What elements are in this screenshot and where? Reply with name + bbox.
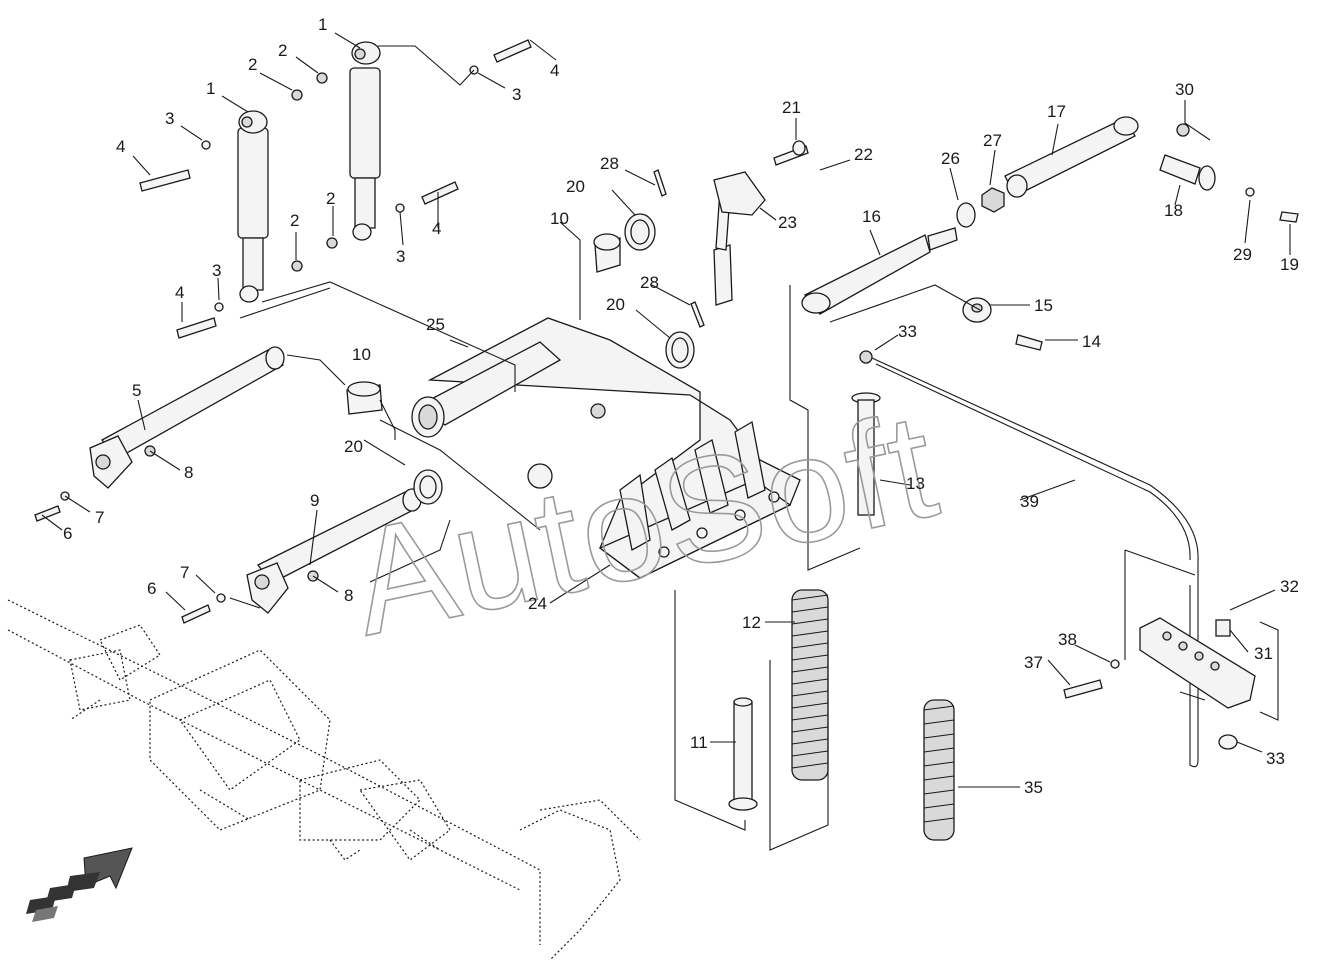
callout-6: 6 — [63, 524, 72, 543]
callout-labels: 1 1 2 2 2 2 3 3 3 3 4 4 4 4 5 6 6 7 7 8 … — [63, 15, 1299, 797]
callout-3: 3 — [512, 85, 521, 104]
callout-7: 7 — [180, 563, 189, 582]
callout-4: 4 — [432, 219, 441, 238]
spring-12 — [791, 589, 829, 781]
callout-6: 6 — [147, 579, 156, 598]
callout-4: 4 — [550, 61, 559, 80]
shock-absorber-left — [237, 110, 269, 303]
callout-7: 7 — [95, 508, 104, 527]
callout-28: 28 — [600, 154, 619, 173]
callout-33: 33 — [898, 322, 917, 341]
pin-13 — [851, 350, 881, 516]
callout-20: 20 — [344, 437, 363, 456]
callout-35: 35 — [1024, 778, 1043, 797]
vertical-bar-and-bracket — [713, 140, 809, 306]
bushings-and-washers — [346, 169, 705, 505]
callout-3: 3 — [212, 261, 221, 280]
leader-lines — [41, 32, 1291, 851]
callout-9: 9 — [310, 491, 319, 510]
callout-14: 14 — [1082, 332, 1101, 351]
arm-17 — [1004, 116, 1139, 198]
callout-18: 18 — [1164, 201, 1183, 220]
lever-fasteners — [956, 123, 1299, 351]
callout-3: 3 — [165, 109, 174, 128]
callout-12: 12 — [742, 613, 761, 632]
lube-line-39 — [871, 357, 1199, 768]
callout-3: 3 — [396, 247, 405, 266]
callout-1: 1 — [206, 79, 215, 98]
callout-22: 22 — [854, 145, 873, 164]
pivot-pin-9 — [246, 488, 422, 614]
callout-27: 27 — [983, 131, 1002, 150]
spring-35 — [923, 699, 955, 841]
callout-16: 16 — [862, 207, 881, 226]
callout-10: 10 — [550, 209, 569, 228]
chassis-ghost — [7, 599, 641, 961]
callout-20: 20 — [566, 177, 585, 196]
callout-2: 2 — [326, 189, 335, 208]
fasteners-shock — [139, 39, 532, 339]
shock-absorber-right — [349, 41, 381, 241]
callout-31: 31 — [1254, 644, 1273, 663]
pivot-pin-5 — [89, 346, 285, 489]
callout-2: 2 — [278, 41, 287, 60]
callout-2: 2 — [290, 211, 299, 230]
callout-25: 25 — [426, 315, 445, 334]
callout-11: 11 — [690, 733, 708, 752]
callout-21: 21 — [782, 98, 801, 117]
callout-8: 8 — [184, 463, 193, 482]
lever-16 — [801, 227, 958, 315]
callout-15: 15 — [1034, 296, 1053, 315]
callout-4: 4 — [175, 283, 184, 302]
callout-33: 33 — [1266, 749, 1285, 768]
callout-13: 13 — [906, 474, 925, 493]
callout-5: 5 — [132, 381, 141, 400]
callout-28: 28 — [640, 273, 659, 292]
callout-26: 26 — [941, 149, 960, 168]
callout-30: 30 — [1175, 80, 1194, 99]
callout-17: 17 — [1047, 102, 1066, 121]
callout-4: 4 — [116, 137, 125, 156]
callout-32: 32 — [1280, 577, 1299, 596]
lube-block — [1063, 617, 1256, 750]
callout-19: 19 — [1280, 255, 1299, 274]
callout-38: 38 — [1058, 630, 1077, 649]
callout-29: 29 — [1233, 245, 1252, 264]
callout-37: 37 — [1024, 653, 1043, 672]
callout-8: 8 — [344, 586, 353, 605]
pin-11 — [728, 697, 758, 811]
main-frame-24 — [411, 317, 801, 579]
callout-1: 1 — [318, 15, 327, 34]
callout-24: 24 — [528, 594, 547, 613]
callout-39: 39 — [1020, 492, 1039, 511]
callout-2: 2 — [248, 55, 257, 74]
direction-arrow-icon — [26, 847, 133, 922]
callout-10: 10 — [352, 345, 371, 364]
callout-23: 23 — [778, 213, 797, 232]
callout-20: 20 — [606, 295, 625, 314]
